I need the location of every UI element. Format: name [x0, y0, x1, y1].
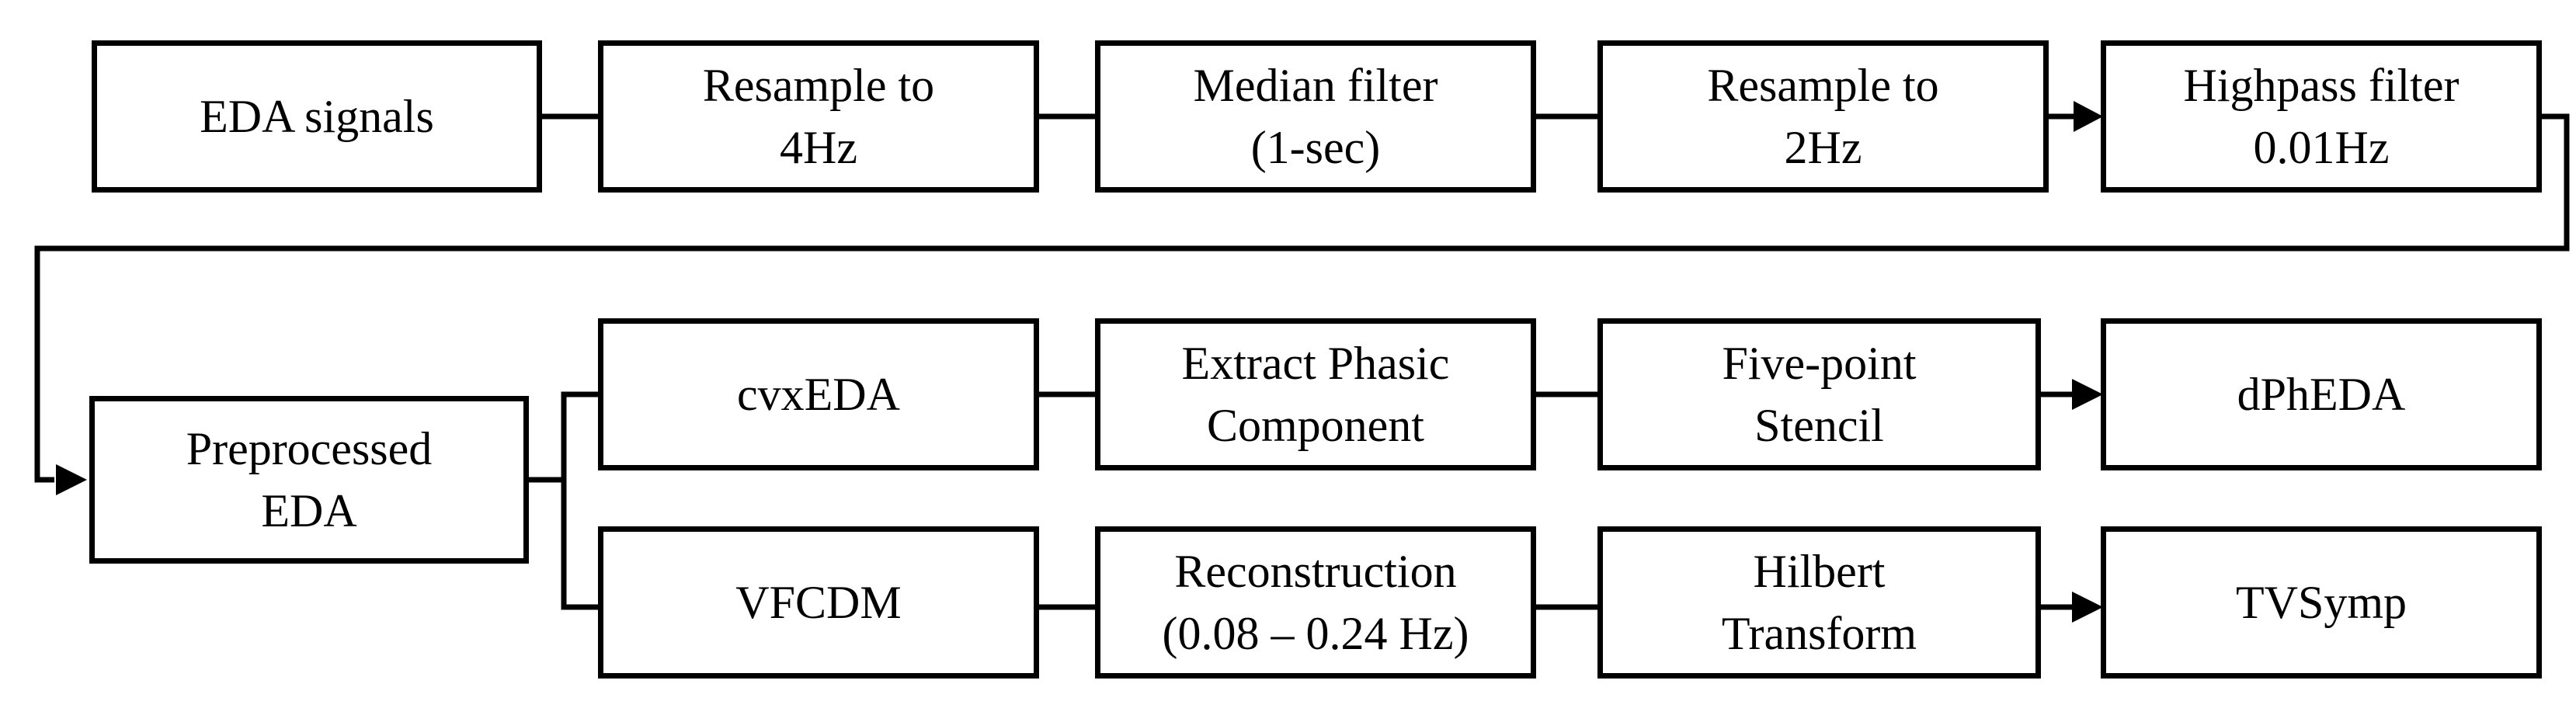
box-vfcdm-label: VFCDM [735, 577, 902, 628]
box-hilbert-transform-label: Hilbert Transform [1721, 546, 1917, 659]
box-extract-phasic: Extract Phasic Component [1095, 318, 1536, 470]
box-resample-4hz: Resample to 4Hz [598, 40, 1039, 193]
box-five-point-stencil: Five-point Stencil [1597, 318, 2041, 470]
box-tvsymp-label: TVSymp [2235, 577, 2407, 628]
box-cvxeda-label: cvxEDA [737, 369, 900, 420]
box-highpass-filter-label: Highpass filter 0.01Hz [2183, 60, 2460, 173]
box-resample-2hz: Resample to 2Hz [1597, 40, 2049, 193]
box-extract-phasic-label: Extract Phasic Component [1181, 338, 1450, 451]
box-median-filter-label: Median filter (1-sec) [1193, 60, 1438, 173]
box-reconstruction-label: Reconstruction (0.08 – 0.24 Hz) [1162, 546, 1469, 659]
box-vfcdm: VFCDM [598, 526, 1039, 679]
box-five-point-stencil-label: Five-point Stencil [1722, 338, 1917, 451]
box-resample-2hz-label: Resample to 2Hz [1707, 60, 1939, 173]
box-preprocessed-eda-label: Preprocessed EDA [186, 423, 433, 536]
box-resample-4hz-label: Resample to 4Hz [702, 60, 935, 173]
connector-highpass-preprocessed [34, 113, 2570, 483]
arrowhead-highpass [2074, 101, 2103, 132]
box-eda-signals: EDA signals [92, 40, 542, 193]
connector-split-vfcdm [561, 480, 600, 610]
arrowhead-dphEDA [2072, 379, 2103, 410]
box-eda-signals-label: EDA signals [200, 91, 434, 142]
box-cvxeda: cvxEDA [598, 318, 1039, 470]
box-reconstruction: Reconstruction (0.08 – 0.24 Hz) [1095, 526, 1536, 679]
connector-split-cvxeda [561, 391, 600, 480]
box-tvsymp: TVSymp [2101, 526, 2542, 679]
box-dphEDA-label: dPhEDA [2237, 369, 2406, 420]
box-highpass-filter: Highpass filter 0.01Hz [2101, 40, 2542, 193]
box-hilbert-transform: Hilbert Transform [1597, 526, 2041, 679]
arrowhead-preprocessed [56, 464, 87, 495]
box-dphEDA: dPhEDA [2101, 318, 2542, 470]
arrowhead-tvsymp [2072, 592, 2103, 623]
box-median-filter: Median filter (1-sec) [1095, 40, 1536, 193]
box-preprocessed-eda: Preprocessed EDA [89, 396, 529, 564]
